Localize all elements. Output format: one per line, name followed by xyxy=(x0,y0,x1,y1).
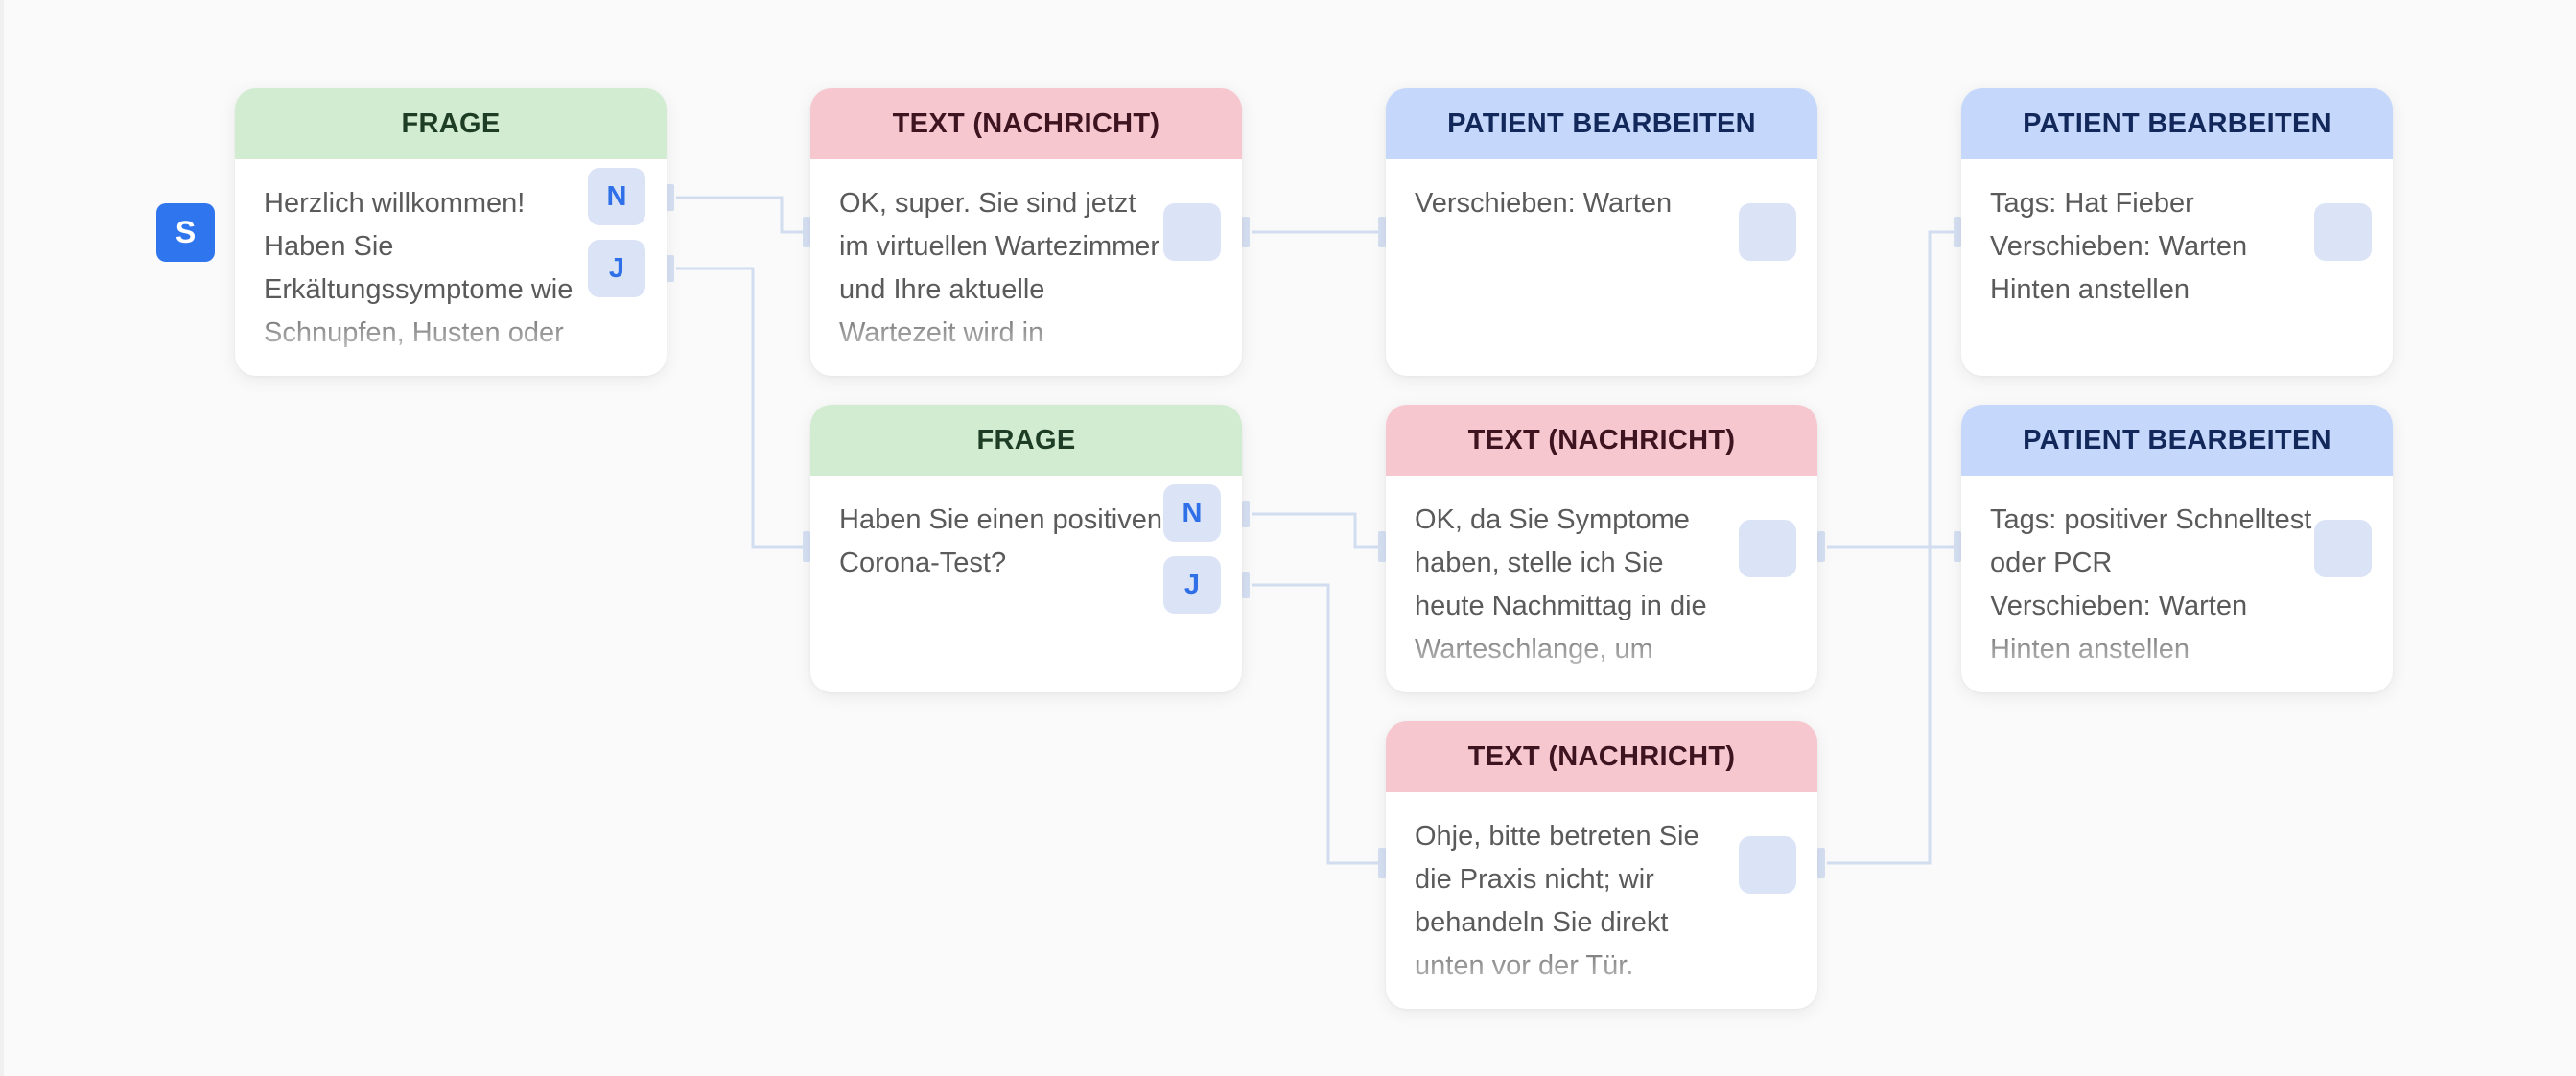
port-handle xyxy=(803,531,810,562)
node-text-wartezimmer[interactable]: TEXT (NACHRICHT) OK, super. Sie sind jet… xyxy=(810,88,1242,376)
node-text: OK, super. Sie sind jetzt im virtuellen … xyxy=(839,188,1160,348)
node-header: FRAGE xyxy=(810,405,1242,476)
port-handle xyxy=(1242,217,1250,247)
action-line: Verschieben: Warten xyxy=(1990,591,2248,621)
node-text-symptome[interactable]: TEXT (NACHRICHT) OK, da Sie Symptome hab… xyxy=(1386,405,1817,692)
action-line: Hinten anstellen xyxy=(1990,274,2190,305)
node-text: Herzlich willkommen! Haben Sie Erkältung… xyxy=(264,188,574,348)
output-port[interactable] xyxy=(1739,520,1796,577)
port-handle xyxy=(1378,848,1386,878)
node-text-ohje[interactable]: TEXT (NACHRICHT) Ohje, bitte betreten Si… xyxy=(1386,721,1817,1009)
port-handle xyxy=(803,217,810,247)
answer-port-n[interactable]: N xyxy=(588,168,645,225)
port-handle xyxy=(667,184,674,211)
node-frage-corona-test[interactable]: FRAGE Haben Sie einen positiven Corona-T… xyxy=(810,405,1242,692)
output-port[interactable] xyxy=(1163,203,1221,261)
port-handle xyxy=(1378,217,1386,247)
port-handle xyxy=(1242,572,1250,598)
output-port[interactable] xyxy=(1739,203,1796,261)
node-patient-fieber[interactable]: PATIENT BEARBEITEN Tags: Hat Fieber Vers… xyxy=(1961,88,2393,376)
port-handle xyxy=(667,255,674,282)
answer-port-n[interactable]: N xyxy=(1163,484,1221,542)
answer-port-j[interactable]: J xyxy=(1163,556,1221,614)
start-node[interactable]: S xyxy=(156,203,215,262)
action-line: Tags: Hat Fieber xyxy=(1990,188,2194,219)
node-text: Tags: positiver Schnelltest oder PCR Ver… xyxy=(1990,499,2316,673)
connector-n8-to-n4 xyxy=(1827,230,1966,865)
connector-n5-j-to-n8 xyxy=(1252,583,1391,865)
node-header: FRAGE xyxy=(235,88,667,159)
node-patient-warten[interactable]: PATIENT BEARBEITEN Verschieben: Warten xyxy=(1386,88,1817,376)
node-header: PATIENT BEARBEITEN xyxy=(1961,405,2393,476)
action-line: Verschieben: Warten xyxy=(1990,231,2248,262)
node-text: Verschieben: Warten xyxy=(1415,188,1673,219)
output-port[interactable] xyxy=(2314,520,2372,577)
connector-n1-j-to-n5 xyxy=(676,267,815,549)
connector-n1-n-to-n2 xyxy=(676,196,815,234)
node-header: TEXT (NACHRICHT) xyxy=(1386,721,1817,792)
node-header: TEXT (NACHRICHT) xyxy=(1386,405,1817,476)
port-handle xyxy=(1378,531,1386,562)
node-header: TEXT (NACHRICHT) xyxy=(810,88,1242,159)
node-header: PATIENT BEARBEITEN xyxy=(1386,88,1817,159)
action-line: Tags: positiver Schnelltest oder PCR xyxy=(1990,504,2312,578)
port-handle xyxy=(1954,217,1961,247)
node-text: Tags: Hat Fieber Verschieben: Warten Hin… xyxy=(1990,182,2316,357)
action-line: Hinten anstellen xyxy=(1990,634,2190,665)
output-port[interactable] xyxy=(2314,203,2372,261)
node-text: Haben Sie einen positiven Corona-Test? xyxy=(839,504,1162,578)
node-header: PATIENT BEARBEITEN xyxy=(1961,88,2393,159)
node-patient-positiv[interactable]: PATIENT BEARBEITEN Tags: positiver Schne… xyxy=(1961,405,2393,692)
output-port[interactable] xyxy=(1739,836,1796,894)
port-handle xyxy=(1242,501,1250,527)
port-handle xyxy=(1954,531,1961,562)
connector-n5-n-to-n6 xyxy=(1252,512,1391,549)
node-frage-welcome[interactable]: FRAGE Herzlich willkommen! Haben Sie Erk… xyxy=(235,88,667,376)
node-text: Ohje, bitte betreten Sie die Praxis nich… xyxy=(1415,821,1699,981)
node-text: OK, da Sie Symptome haben, stelle ich Si… xyxy=(1415,504,1707,665)
answer-port-j[interactable]: J xyxy=(588,240,645,297)
port-handle xyxy=(1817,848,1825,878)
port-handle xyxy=(1817,531,1825,562)
